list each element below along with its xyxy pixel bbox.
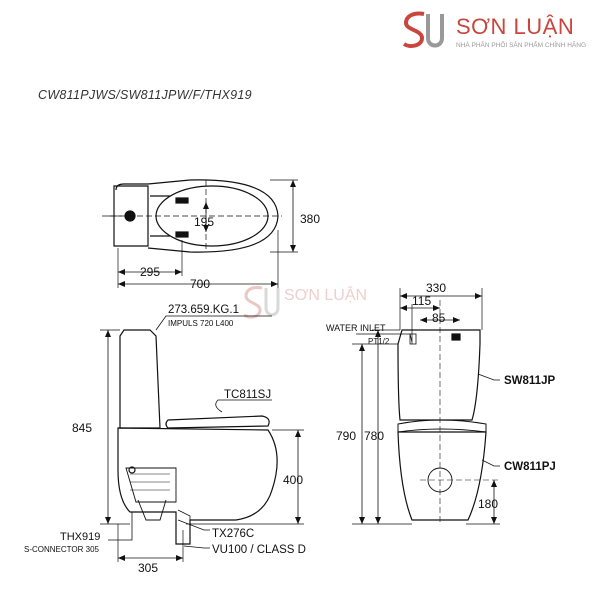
dim-front-inlet-offset: 115 (412, 294, 431, 308)
brand-name: SƠN LUẬN (456, 14, 575, 39)
brand-logo: SƠN LUẬN NHÀ PHÂN PHỐI SẢN PHẨM CHÍNH HÃ… (398, 8, 598, 58)
side-view (100, 315, 304, 562)
dim-hole-spacing: 195 (194, 215, 214, 229)
dim-body-height: 780 (364, 429, 384, 443)
top-view (102, 179, 298, 288)
dim-inlet-center: 85 (432, 311, 446, 325)
front-view (352, 288, 500, 525)
watermark-logo: SƠN LUẬN (243, 285, 367, 319)
label-seat-model: TC811SJ (224, 389, 271, 401)
dim-front-outlet-height: 180 (478, 497, 498, 511)
watermark-text: SƠN LUẬN (284, 285, 367, 304)
label-water-inlet: WATER INLET (326, 323, 386, 333)
label-impulse: IMPULS 720 L400 (168, 319, 234, 328)
label-bowl-model: CW811PJ (504, 461, 556, 473)
dim-outlet-height: 400 (283, 473, 303, 487)
label-vu-class: VU100 / CLASS D (212, 544, 306, 556)
label-fitting: TX276C (212, 528, 254, 540)
front-view-arrows (359, 293, 497, 524)
dim-top-width: 380 (300, 212, 320, 226)
dim-total-height: 790 (336, 429, 356, 443)
label-connector: THX919 (60, 531, 100, 543)
side-view-arrows (105, 330, 301, 561)
brand-tagline: NHÀ PHÂN PHỐI SẢN PHẨM CHÍNH HÃNG (456, 42, 587, 49)
top-view-arrows (118, 180, 296, 287)
dim-front-width: 330 (426, 281, 446, 295)
label-connector-detail: S-CONNECTOR 305 (24, 545, 100, 554)
model-code: CW811PJWS/SW811JPW/F/THX919 (38, 88, 252, 102)
label-tank-model: SW811JP (504, 375, 555, 387)
dim-pipe-offset: 305 (138, 561, 158, 575)
label-valve-code: 273.659.KG.1 (168, 304, 239, 316)
logo-mark-icon (402, 11, 444, 48)
dim-inlet-offset: 295 (140, 265, 160, 279)
dim-side-height: 845 (72, 421, 92, 435)
label-thread: PT1/2 (368, 337, 390, 346)
dim-top-length: 700 (190, 277, 210, 291)
